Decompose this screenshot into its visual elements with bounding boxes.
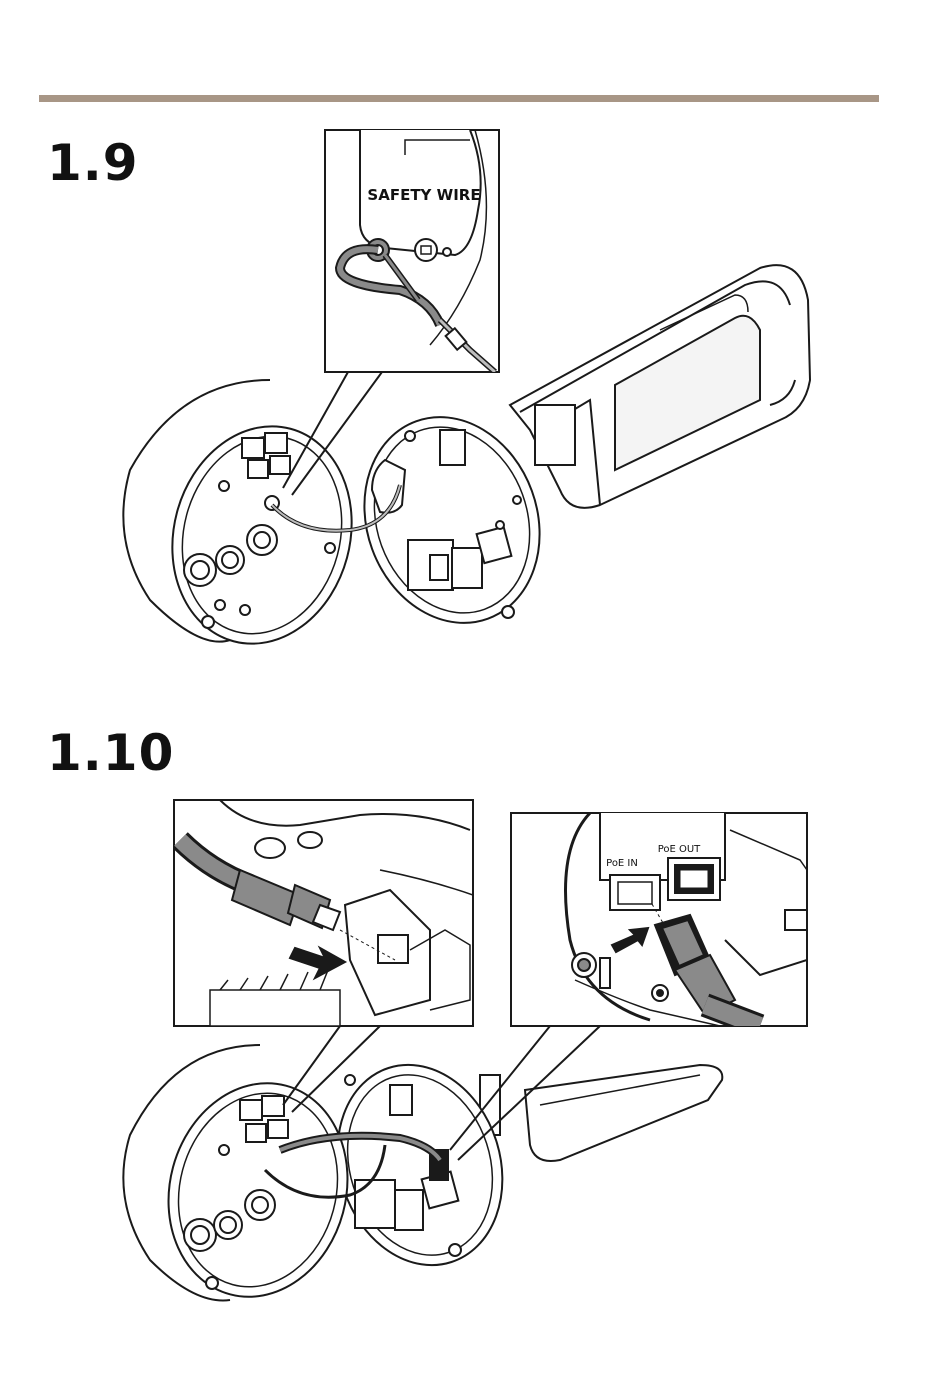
camera-housing [510,265,810,508]
safety-wire-callout: SAFETY WIRE [325,130,499,372]
safety-wire-label: SAFETY WIRE [367,186,480,204]
mounting-base [123,1045,371,1317]
poe-ports-callout: PoE IN PoE OUT [511,813,807,1026]
base-connector-callout [174,800,473,1026]
poe-out-label: PoE OUT [658,844,701,855]
camera-housing [480,1065,722,1161]
camera-assembly-1-10 [123,1043,722,1317]
poe-in-label: PoE IN [606,858,638,869]
mounting-base [123,380,375,664]
